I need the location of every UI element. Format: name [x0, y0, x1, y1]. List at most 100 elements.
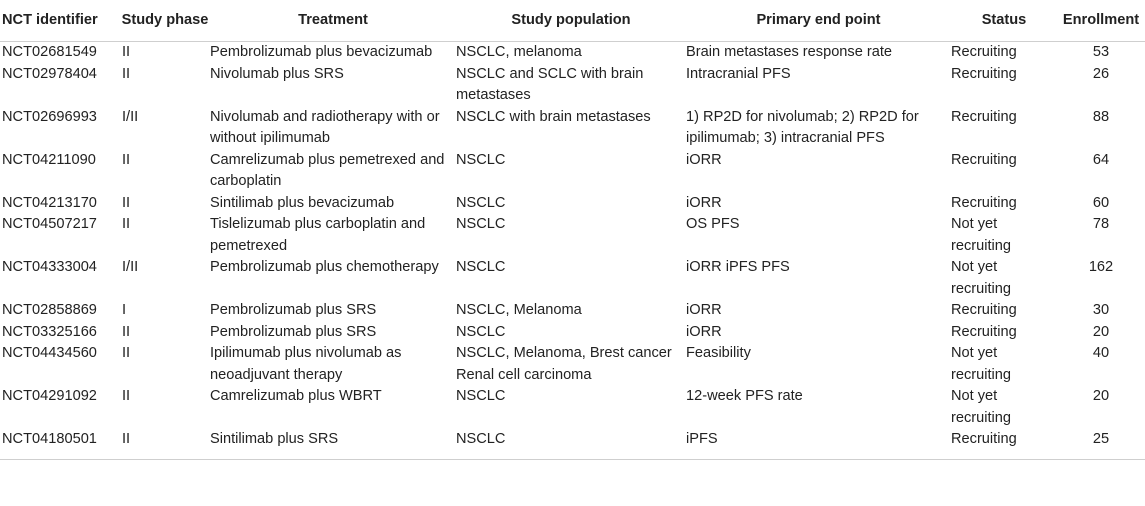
treatment-cell: Pembrolizumab plus bevacizumab — [210, 44, 433, 60]
treatment-cell: Camrelizumab plus pemetrexed and carbopl… — [210, 151, 445, 190]
study-phase-cell: I/II — [122, 108, 139, 125]
header-study-population: Study population — [456, 0, 686, 42]
study-phase-cell: II — [122, 151, 131, 168]
study-phase-cell: II — [122, 388, 131, 404]
enrollment-cell: 20 — [1092, 323, 1110, 340]
table-row: NCT04507217 II Tislelizumab plus carboplat… — [0, 214, 1145, 257]
status-cell: Recruiting — [951, 151, 1017, 168]
nct-identifier-cell: NCT04507217 — [2, 216, 97, 232]
header-study-phase: Study phase — [120, 0, 210, 42]
treatment-cell: Pembrolizumab plus SRS — [210, 302, 377, 318]
study-phase-cell: II — [122, 44, 131, 60]
treatment-cell: Pembrolizumab plus chemotherapy — [210, 259, 439, 275]
study-population-cell: NSCLC — [456, 194, 506, 211]
nct-identifier-cell: NCT04333004 — [2, 259, 97, 275]
treatment-cell: Nivolumab and radiotherapy with or witho… — [210, 108, 440, 147]
status-cell: Recruiting — [951, 429, 1057, 460]
status-cell: Not yet recruiting — [951, 345, 1012, 383]
clinical-trials-table: NCT identifier Study phase Treatment Stu… — [0, 0, 1145, 460]
study-phase-cell: II — [120, 429, 210, 460]
nct-identifier-cell: NCT02696993 — [2, 108, 97, 125]
primary-end-point-cell: iORR — [686, 302, 722, 318]
primary-end-point-cell: iORR — [686, 151, 722, 168]
treatment-cell: Sintilimab plus SRS — [210, 429, 456, 460]
table-row: NCT02681549 II Pembrolizumab plus bevacizu… — [0, 42, 1145, 64]
treatment-cell: Pembrolizumab plus SRS — [210, 323, 377, 340]
nct-identifier-cell: NCT02858869 — [2, 302, 97, 318]
header-primary-end-point: Primary end point — [686, 0, 951, 42]
table-row: NCT04211090 II Camrelizumab plus pemetrexe… — [0, 150, 1145, 193]
study-population-cell: NSCLC — [456, 429, 686, 460]
treatment-cell: Tislelizumab plus carboplatin and pemetr… — [210, 216, 426, 254]
nct-identifier-cell: NCT04434560 — [2, 345, 97, 361]
table-row: NCT04333004 I/II Pembrolizumab plus chemot… — [0, 257, 1145, 300]
enrollment-cell: 30 — [1092, 302, 1110, 318]
study-population-cell: NSCLC — [456, 151, 506, 168]
header-nct-identifier: NCT identifier — [0, 0, 120, 42]
primary-end-point-cell: iORR — [686, 194, 722, 211]
header-enrollment: Enrollment — [1057, 0, 1145, 42]
table-row: NCT03325166 II Pembrolizumab plus SRS NSCLC… — [0, 322, 1145, 344]
treatment-cell: Sintilimab plus bevacizumab — [210, 194, 395, 211]
study-population-cell: NSCLC, Melanoma, Brest cancer Renal cell… — [456, 345, 672, 383]
enrollment-cell: 88 — [1092, 108, 1110, 125]
study-phase-cell: II — [122, 216, 131, 232]
study-population-cell: NSCLC, melanoma — [456, 44, 582, 60]
status-cell: Recruiting — [951, 302, 1017, 318]
study-population-cell: NSCLC — [456, 259, 506, 275]
nct-identifier-cell: NCT04291092 — [2, 388, 97, 404]
primary-end-point-cell: 12-week PFS rate — [686, 388, 803, 404]
status-cell: Recruiting — [951, 108, 1017, 125]
table-row: NCT02978404 II Nivolumab plus SRS NSCLC and… — [0, 64, 1145, 107]
primary-end-point-cell: iORR — [686, 323, 722, 340]
enrollment-cell: 78 — [1092, 216, 1110, 232]
status-cell: Recruiting — [951, 65, 1017, 82]
study-phase-cell: I — [122, 302, 127, 318]
primary-end-point-cell: 1) RP2D for nivolumab; 2) RP2D for ipili… — [686, 108, 919, 147]
nct-identifier-cell: NCT04180501 — [0, 429, 120, 460]
enrollment-cell: 25 — [1057, 429, 1145, 460]
nct-identifier-cell: NCT03325166 — [2, 323, 97, 340]
status-cell: Recruiting — [951, 194, 1017, 211]
treatment-cell: Nivolumab plus SRS — [210, 65, 344, 82]
enrollment-cell: 60 — [1092, 194, 1110, 211]
primary-end-point-cell: iORR iPFS PFS — [686, 259, 790, 275]
study-population-cell: NSCLC — [456, 323, 506, 340]
enrollment-cell: 20 — [1092, 388, 1110, 404]
primary-end-point-cell: Feasibility — [686, 345, 751, 361]
nct-identifier-cell: NCT04211090 — [2, 151, 96, 168]
status-cell: Not yet recruiting — [951, 388, 1012, 426]
study-phase-cell: II — [122, 323, 131, 340]
header-treatment: Treatment — [210, 0, 456, 42]
study-phase-cell: I/II — [122, 259, 139, 275]
table-header: NCT identifier Study phase Treatment Stu… — [0, 0, 1145, 42]
table-row: NCT02696993 I/II Nivolumab and radiotherap… — [0, 107, 1145, 150]
study-population-cell: NSCLC — [456, 388, 506, 404]
nct-identifier-cell: NCT04213170 — [2, 194, 97, 211]
status-cell: Recruiting — [951, 323, 1017, 340]
enrollment-cell: 162 — [1088, 259, 1114, 275]
study-phase-cell: II — [122, 65, 131, 82]
status-cell: Recruiting — [951, 44, 1017, 60]
study-population-cell: NSCLC and SCLC with brain metastases — [456, 65, 644, 104]
primary-end-point-cell: iPFS — [686, 429, 951, 460]
nct-identifier-cell: NCT02681549 — [2, 44, 97, 60]
treatment-cell: Ipilimumab plus nivolumab as neoadjuvant… — [210, 345, 402, 383]
enrollment-cell: 26 — [1092, 65, 1110, 82]
primary-end-point-cell: Brain metastases response rate — [686, 44, 893, 60]
enrollment-cell: 40 — [1092, 345, 1110, 361]
nct-identifier-cell: NCT02978404 — [2, 65, 97, 82]
header-row: NCT identifier Study phase Treatment Stu… — [0, 0, 1145, 42]
status-cell: Not yet recruiting — [951, 216, 1012, 254]
enrollment-cell: 53 — [1092, 44, 1110, 60]
study-population-cell: NSCLC — [456, 216, 506, 232]
primary-end-point-cell: Intracranial PFS — [686, 65, 791, 82]
primary-end-point-cell: OS PFS — [686, 216, 740, 232]
status-cell: Not yet recruiting — [951, 259, 1012, 297]
